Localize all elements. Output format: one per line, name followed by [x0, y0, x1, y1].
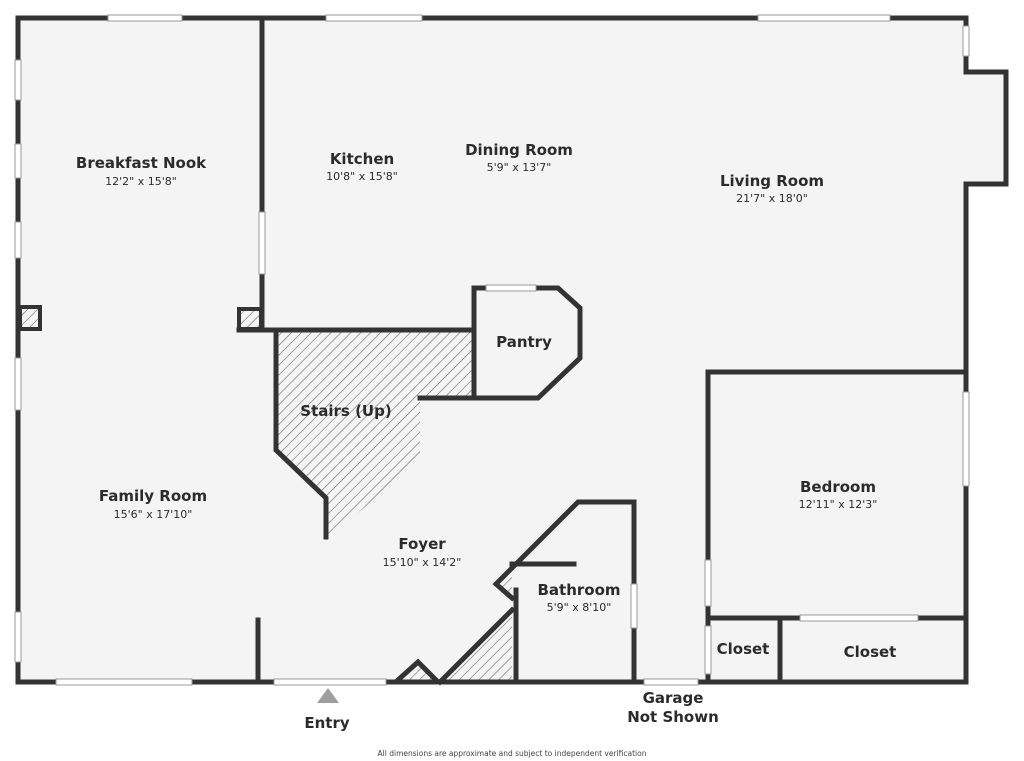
window — [107, 14, 183, 22]
room-name-breakfast-nook: Breakfast Nook — [76, 154, 207, 172]
window — [704, 559, 712, 607]
wall-stairs-side — [273, 327, 329, 540]
room-name-kitchen: Kitchen — [330, 150, 394, 168]
wall-stair-lower — [436, 606, 516, 686]
room-dims-kitchen: 10'8" x 15'8" — [326, 170, 398, 183]
footer-disclaimer: All dimensions are approximate and subje… — [378, 749, 647, 758]
room-name-closet-right: Closet — [844, 643, 897, 661]
window — [630, 583, 638, 629]
column-center — [237, 307, 263, 331]
room-name-pantry: Pantry — [496, 333, 552, 351]
floor-area — [18, 18, 1006, 682]
stairs-hatch — [276, 330, 474, 537]
room-dims-family-room: 15'6" x 17'10" — [114, 508, 193, 521]
room-dims-bathroom: 5'9" x 8'10" — [547, 601, 612, 614]
newel-post — [400, 662, 434, 680]
window — [14, 221, 22, 259]
window — [55, 678, 193, 686]
room-dims-living-room: 21'7" x 18'0" — [736, 192, 808, 205]
window — [485, 284, 537, 292]
garage-label-line1: Garage — [643, 689, 704, 707]
room-name-living-room: Living Room — [720, 172, 824, 190]
window — [325, 14, 423, 22]
window — [14, 357, 22, 411]
window — [962, 391, 970, 487]
window — [799, 614, 919, 622]
window — [704, 625, 712, 675]
room-name-stairs: Stairs (Up) — [300, 402, 391, 420]
column-left — [18, 305, 42, 331]
wall-pantry — [417, 285, 583, 401]
room-name-bedroom: Bedroom — [800, 478, 876, 496]
room-name-closet-left: Closet — [717, 640, 770, 658]
wall-newel — [394, 658, 440, 684]
stairs-hatch-small — [445, 614, 512, 682]
window — [962, 25, 970, 57]
wall-bathroom — [492, 499, 637, 685]
stairs-hatch-tiny — [498, 570, 512, 598]
room-dims-bedroom: 12'11" x 12'3" — [799, 498, 878, 511]
window — [258, 211, 266, 275]
entry-door-opening — [273, 678, 387, 686]
window — [14, 611, 22, 663]
entry-arrow-icon — [317, 688, 339, 703]
room-dims-dining-room: 5'9" x 13'7" — [487, 161, 552, 174]
room-name-family-room: Family Room — [99, 487, 207, 505]
window — [757, 14, 891, 22]
room-name-bathroom: Bathroom — [537, 581, 620, 599]
garage-label-line2: Not Shown — [627, 708, 719, 726]
entry-label: Entry — [304, 714, 349, 732]
room-dims-breakfast-nook: 12'2" x 15'8" — [105, 175, 177, 188]
garage-door-opening — [643, 678, 699, 686]
room-name-foyer: Foyer — [398, 535, 446, 553]
window — [14, 59, 22, 101]
room-dims-foyer: 15'10" x 14'2" — [383, 556, 462, 569]
room-name-dining-room: Dining Room — [465, 141, 573, 159]
window — [14, 143, 22, 179]
